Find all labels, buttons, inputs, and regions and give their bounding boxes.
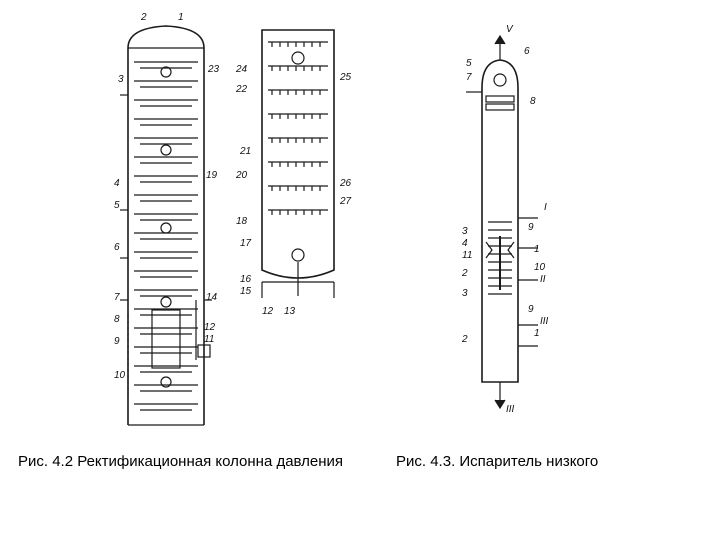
callout-label: 24 [235,64,248,75]
callout-label: 4 [114,178,120,189]
callout-label: 6 [114,242,120,253]
callout-label: 16 [240,274,252,285]
tray [134,194,198,202]
callout-label: V [506,24,514,35]
callout-label: 22 [235,84,248,95]
tray [134,232,198,240]
tray [134,308,198,316]
callout-label: 10 [114,370,126,381]
callout-label: 4 [462,238,468,249]
callout-label: 1 [178,12,184,23]
fig42b-column [261,29,335,298]
tray [134,346,198,354]
tray [134,270,198,278]
callout-label: 15 [240,286,252,297]
tray [268,41,328,47]
callout-label: 14 [206,292,218,303]
tray [268,209,328,215]
tray [268,161,328,167]
fig42-column [120,25,212,426]
callout-label: 5 [114,200,120,211]
tray [134,156,198,164]
callout-label: 25 [339,72,352,83]
callout-label: 9 [528,304,534,315]
callout-label: III [540,316,549,327]
callout-label: 1 [534,244,540,255]
fig42b-trays [268,41,328,215]
callout-label: 12 [262,306,274,317]
tray [268,65,328,71]
callout-label: II [540,274,546,285]
tray [134,384,198,392]
fig43-vessel [466,34,538,410]
callout-label: 5 [466,58,472,69]
callout-label: 3 [118,74,124,85]
tray [134,175,198,183]
caption-fig-4-3: Рис. 4.3. Испаритель низкого [396,453,599,470]
callout-label: 10 [534,262,546,273]
caption-fig-4-2: Рис. 4.2 Ректификационная колонна давлен… [18,453,344,470]
tray [268,113,328,119]
tray [134,213,198,221]
valve [197,344,211,358]
tray [268,89,328,95]
tray [134,99,198,107]
callout-label: 18 [236,216,248,227]
tray [134,327,198,335]
tray [134,365,198,373]
callout-label: 27 [339,196,352,207]
tray [268,185,328,191]
tray [134,80,198,88]
callout-label: 2 [140,12,147,23]
callout-label: 11 [462,250,472,261]
callout-label: 9 [114,336,120,347]
callout-label: 9 [528,222,534,233]
tray [134,403,198,411]
callout-label: 17 [240,238,252,249]
tray [134,61,198,69]
fig42-trays [134,61,198,411]
callout-label: 19 [206,170,218,181]
callout-label: 11 [204,334,214,345]
callout-label: I [544,202,547,213]
manhole [160,376,172,388]
callout-label: 8 [530,96,536,107]
manhole [160,144,172,156]
callout-label: 7 [466,72,472,83]
tray [134,137,198,145]
tray [134,289,198,297]
tray [134,251,198,259]
callout-label: 8 [114,314,120,325]
callout-label: 3 [462,226,468,237]
callout-label: 12 [204,322,216,333]
callout-label: 20 [235,170,248,181]
callout-label: 21 [239,146,251,157]
callout-label: 13 [284,306,296,317]
callout-label: 2 [461,268,468,279]
tray [268,137,328,143]
manhole [160,296,172,308]
manhole [160,66,172,78]
callout-label: 2 [461,334,468,345]
callout-label: 6 [524,46,530,57]
reboiler-section [151,309,181,369]
callout-label: III [506,404,515,415]
callout-label: 26 [339,178,352,189]
callout-label: 1 [534,328,540,339]
callout-label: 7 [114,292,120,303]
callout-label: 23 [207,64,220,75]
tray [134,118,198,126]
callout-label: 3 [462,288,468,299]
manhole [160,222,172,234]
